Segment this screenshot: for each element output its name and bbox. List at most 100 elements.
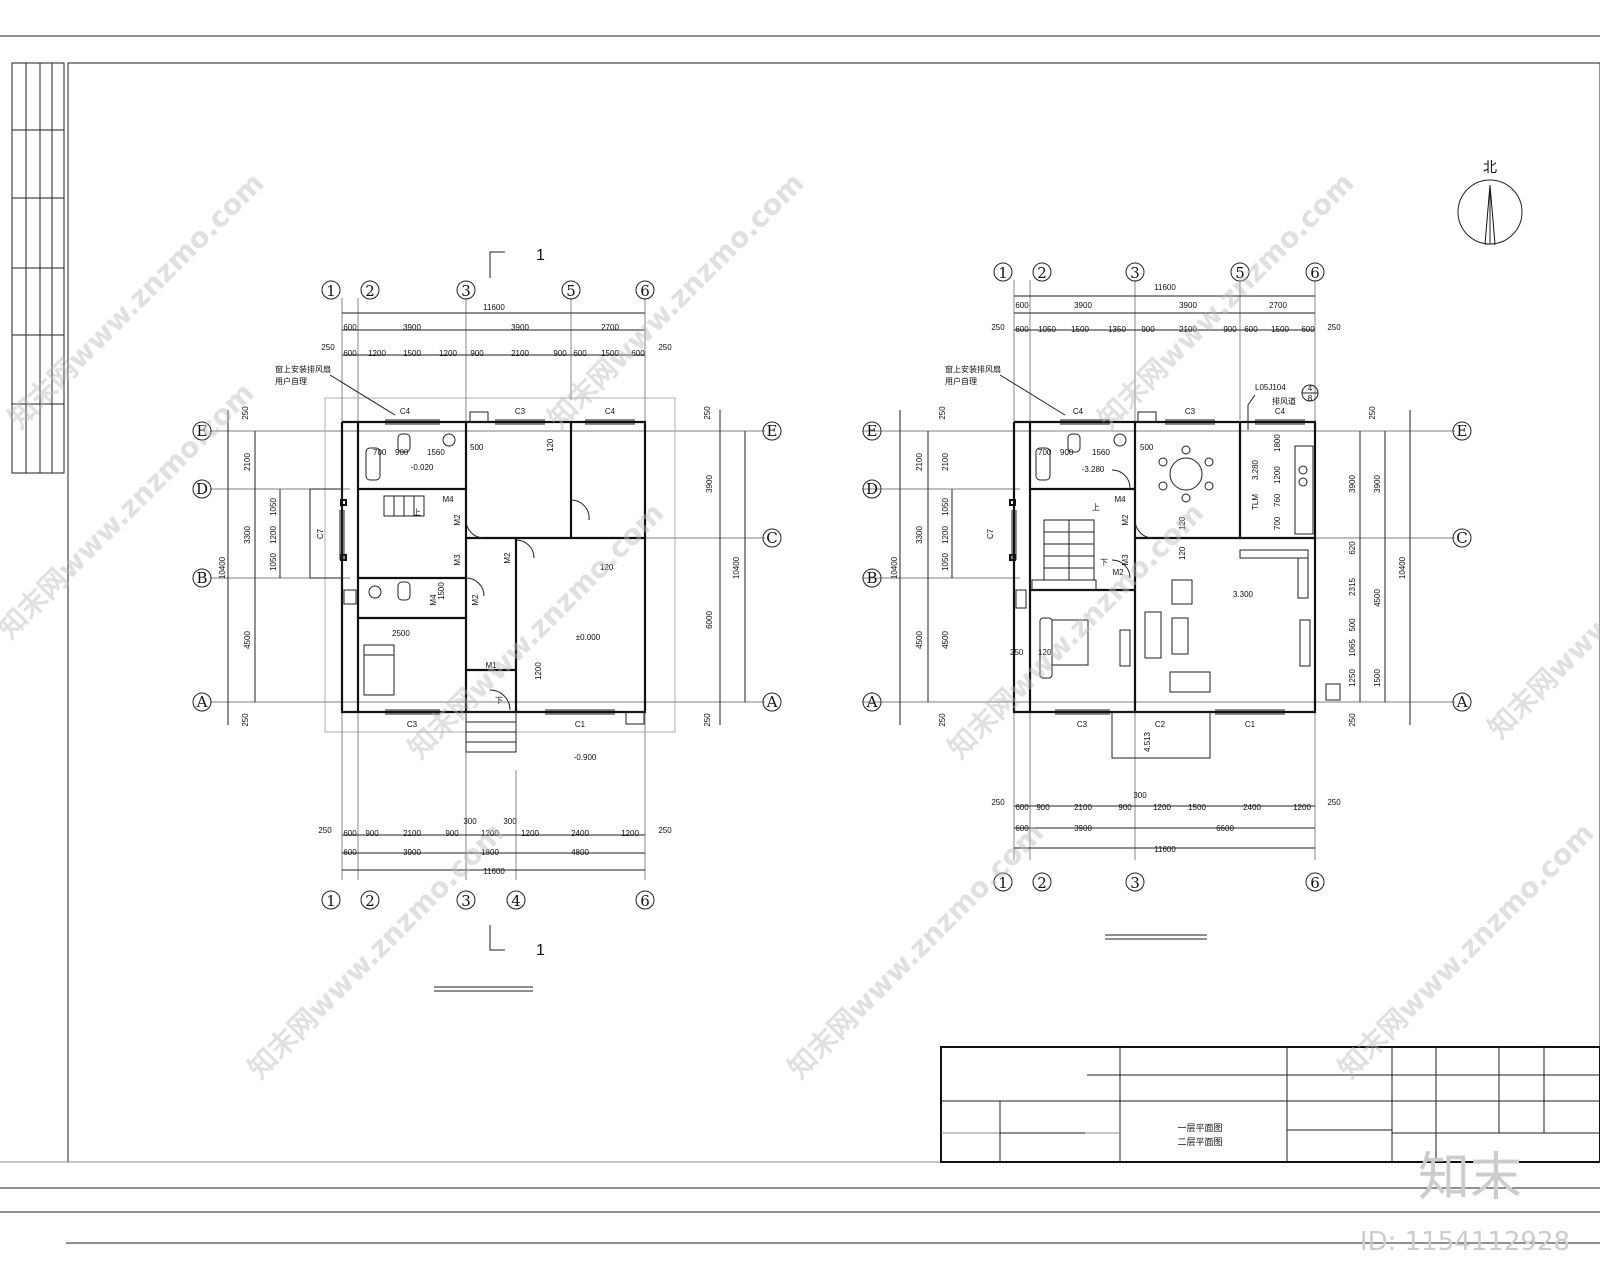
- dim: 300: [503, 817, 517, 826]
- north-arrow: 北: [1457, 159, 1523, 245]
- axis-label: 1: [998, 264, 1008, 282]
- axis-label: 3: [461, 282, 471, 300]
- door-tag: M2: [503, 552, 512, 564]
- dim: 2100: [1074, 803, 1092, 812]
- right-walls: [1009, 411, 1341, 759]
- dim: 600: [343, 848, 357, 857]
- right-top-dims: 11600 600 3900 3900 2700 600 1050 1500 1…: [991, 283, 1341, 334]
- brand-logo-text: 知末: [1418, 1148, 1522, 1208]
- dim: 1500: [601, 349, 619, 358]
- note: 用户自理: [945, 376, 977, 386]
- dim: 3900: [1074, 824, 1092, 833]
- dim: 600: [1015, 325, 1029, 334]
- dim: 1200: [534, 662, 543, 680]
- dim: 2700: [1269, 301, 1287, 310]
- dim: 700: [1273, 516, 1282, 530]
- dim: 1200: [368, 349, 386, 358]
- window-tag: C3: [1185, 407, 1196, 416]
- sheet-frame: [0, 35, 1600, 1244]
- axis-label: E: [1457, 422, 1468, 440]
- axis-label: D: [196, 480, 208, 498]
- dim: 1500: [437, 582, 446, 600]
- axis-label: B: [196, 569, 207, 587]
- dim: 120: [1178, 516, 1187, 530]
- dim: 250: [991, 323, 1005, 332]
- dim: 500: [1348, 618, 1357, 632]
- window-tag: C4: [605, 407, 616, 416]
- dim: 1200: [1153, 803, 1171, 812]
- dim: 250: [658, 826, 672, 835]
- axis-label: E: [767, 422, 778, 440]
- watermark-text: 知末网www.znzmo.com: [782, 816, 1051, 1085]
- watermark-text: 知末网www.znzmo.com: [1092, 166, 1361, 435]
- elevation: -0.020: [411, 463, 434, 472]
- dim: 900: [470, 349, 484, 358]
- elevation: ±0.000: [576, 633, 601, 642]
- axis-label: 6: [640, 892, 650, 910]
- dim: 300: [463, 817, 477, 826]
- left-top-row1: 600 3900 3900 2700: [343, 323, 619, 332]
- dim: 4500: [1373, 589, 1382, 607]
- axis-label: B: [866, 569, 877, 587]
- stair-up: 上: [1092, 503, 1100, 512]
- left-axis-bottom: 1 2 3 4 6: [321, 890, 655, 910]
- section-mark-bottom: 1: [434, 925, 545, 992]
- ref-note: L05J104: [1255, 383, 1286, 392]
- dim: 250: [321, 343, 335, 352]
- dim: 2100: [941, 453, 950, 471]
- dim: 2100: [915, 453, 924, 471]
- axis-label: 3: [461, 892, 471, 910]
- window-tag: C3: [407, 720, 418, 729]
- axis-label: 1: [998, 874, 1008, 892]
- left-axis-top: 1 2 3 5 6: [321, 280, 655, 300]
- dim: 1350: [1108, 325, 1126, 334]
- left-side-dims: 2100 3300 4500 10400 1050 1200 1050 3900…: [218, 406, 746, 727]
- left-room-labels: C4 C3 C4 C7 C3 C1 M4 M2 M3 M2 M2 M4 M1 -…: [316, 407, 616, 762]
- dim: 3900: [403, 848, 421, 857]
- dim: 1200: [1273, 466, 1282, 484]
- left-top-total: 11600: [483, 303, 505, 312]
- watermark-text: 知末网www.znzmo.com: [542, 166, 811, 435]
- axis-label: C: [1456, 529, 1467, 547]
- dim: 900: [365, 829, 379, 838]
- dim: 1200: [941, 526, 950, 544]
- dim: 760: [1273, 493, 1282, 507]
- dim: 250: [241, 713, 250, 727]
- axis-label: 3: [1130, 874, 1140, 892]
- dim: 250: [703, 713, 712, 727]
- dim: TLM: [1251, 494, 1260, 510]
- dim: 1200: [1293, 803, 1311, 812]
- window-tag: C4: [1275, 407, 1286, 416]
- window-tag: C7: [316, 528, 325, 539]
- section-mark-top: 1: [489, 247, 545, 278]
- elevation: 3.280: [1251, 459, 1260, 480]
- dim: 4500: [941, 631, 950, 649]
- dim: 2100: [243, 453, 252, 471]
- dim: 2500: [392, 629, 410, 638]
- door-tag: M3: [453, 554, 462, 566]
- dim: 2100: [403, 829, 421, 838]
- dim: 1065: [1348, 639, 1357, 657]
- title-line-2: 二层平面图: [1177, 1137, 1222, 1147]
- door-tag: M2: [1121, 514, 1130, 526]
- dim: 3900: [511, 323, 529, 332]
- dim: 1050: [269, 553, 278, 571]
- dim: 900: [1060, 448, 1074, 457]
- dim: 2100: [511, 349, 529, 358]
- dim: 1800: [481, 848, 499, 857]
- dim: 10400: [732, 556, 741, 579]
- axis-label: 2: [1037, 264, 1047, 282]
- note: 窗上安装排风扇: [275, 364, 331, 374]
- right-windows: [1011, 419, 1305, 715]
- axis-label: 3: [1130, 264, 1140, 282]
- dim: 600: [343, 829, 357, 838]
- dim: 3900: [1373, 475, 1382, 493]
- dim: 11600: [1154, 845, 1176, 854]
- section-number: 1: [536, 942, 545, 959]
- axis-label: A: [196, 693, 208, 711]
- dim: 620: [1348, 541, 1357, 555]
- elevation: -0.900: [574, 753, 597, 762]
- right-note: 窗上安装排风扇 用户自理 L05J104 排风道 4 8: [945, 364, 1319, 430]
